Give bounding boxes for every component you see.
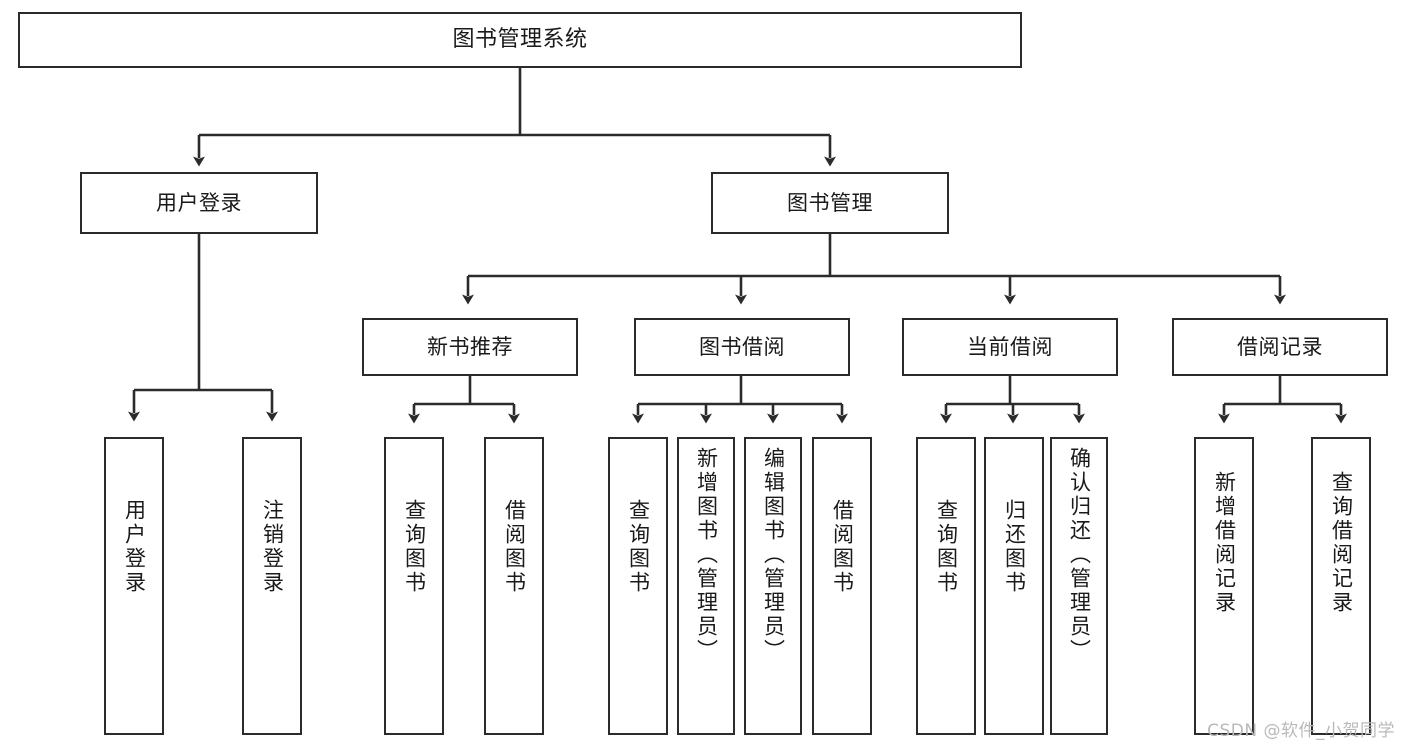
csdn-watermark: CSDN @软件_小贺同学 (1207, 721, 1395, 741)
node-root-book-management-system[interactable]: 图书管理系统 (18, 12, 1022, 68)
node-label: 用户登录 (156, 190, 242, 215)
node-label: 新增图书（管理员） (694, 447, 719, 663)
node-label: 编辑图书（管理员） (761, 447, 786, 663)
node-label: 借阅图书 (830, 499, 855, 595)
node-label: 查询图书 (934, 499, 959, 595)
node-label: 用户登录 (122, 499, 147, 595)
node-label: 查询图书 (626, 499, 651, 595)
leaf-return-book[interactable]: 归还图书 (984, 437, 1044, 735)
node-book-borrow[interactable]: 图书借阅 (634, 318, 850, 376)
node-user-login[interactable]: 用户登录 (80, 172, 318, 234)
node-label: 新增借阅记录 (1212, 471, 1237, 615)
node-label: 借阅图书 (502, 499, 527, 595)
leaf-confirm-return[interactable]: 确认归还（管理员） (1050, 437, 1108, 735)
node-borrow-record[interactable]: 借阅记录 (1172, 318, 1388, 376)
node-label: 查询图书 (402, 499, 427, 595)
leaf-query-book-current[interactable]: 查询图书 (916, 437, 976, 735)
leaf-edit-book[interactable]: 编辑图书（管理员） (744, 437, 802, 735)
node-label: 图书管理系统 (452, 27, 588, 53)
node-label: 查询借阅记录 (1329, 471, 1354, 615)
node-book-management[interactable]: 图书管理 (711, 172, 949, 234)
node-label: 图书管理 (787, 190, 873, 215)
node-current-borrow[interactable]: 当前借阅 (902, 318, 1118, 376)
leaf-borrow-book-borrow[interactable]: 借阅图书 (812, 437, 872, 735)
leaf-add-book[interactable]: 新增图书（管理员） (677, 437, 735, 735)
leaf-query-borrow-record[interactable]: 查询借阅记录 (1311, 437, 1371, 735)
leaf-query-book-new-recommend[interactable]: 查询图书 (384, 437, 444, 735)
node-label: 归还图书 (1002, 499, 1027, 595)
leaf-logout-login[interactable]: 注销登录 (242, 437, 302, 735)
node-label: 新书推荐 (427, 334, 513, 359)
node-label: 当前借阅 (967, 334, 1053, 359)
leaf-borrow-book-new-recommend[interactable]: 借阅图书 (484, 437, 544, 735)
node-label: 注销登录 (260, 499, 285, 595)
node-label: 借阅记录 (1237, 334, 1323, 359)
node-label: 图书借阅 (699, 334, 785, 359)
leaf-query-book-borrow[interactable]: 查询图书 (608, 437, 668, 735)
leaf-add-borrow-record[interactable]: 新增借阅记录 (1194, 437, 1254, 735)
node-new-book-recommend[interactable]: 新书推荐 (362, 318, 578, 376)
leaf-user-login[interactable]: 用户登录 (104, 437, 164, 735)
node-label: 确认归还（管理员） (1067, 447, 1092, 663)
